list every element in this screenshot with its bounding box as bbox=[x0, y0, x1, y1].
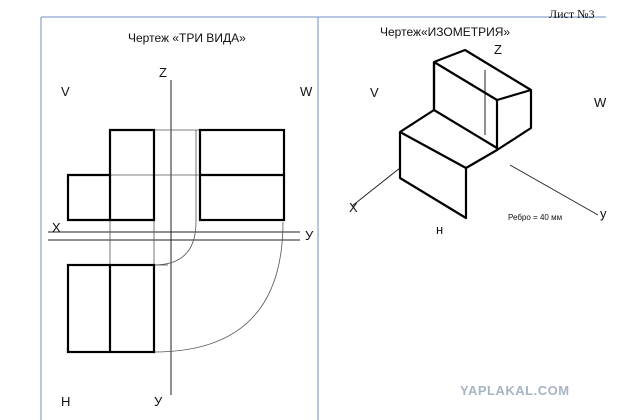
iso-label-v: V bbox=[370, 85, 379, 100]
iso-label-x: X bbox=[349, 200, 358, 215]
three-views-drawing bbox=[48, 80, 300, 395]
edge-note: Ребро = 40 мм bbox=[508, 213, 563, 222]
three-views-title: Чертеж «ТРИ ВИДА» bbox=[128, 31, 246, 45]
sheet-number: Лист №3 bbox=[549, 7, 595, 21]
iso-part bbox=[398, 48, 533, 220]
iso-label-w: W bbox=[594, 95, 607, 110]
iso-axes bbox=[351, 70, 599, 216]
iso-label-y: у bbox=[600, 206, 607, 221]
label-w: W bbox=[300, 84, 313, 99]
watermark-text: YAPLAKAL.COM bbox=[460, 383, 570, 398]
label-y-bottom: У bbox=[154, 394, 163, 409]
iso-label-h: н bbox=[436, 222, 444, 237]
label-v: V bbox=[61, 84, 70, 99]
label-h: Н bbox=[61, 394, 71, 409]
label-x: X bbox=[52, 220, 61, 235]
construction-lines bbox=[68, 129, 284, 353]
watermark-bar bbox=[455, 381, 603, 401]
label-y-right: У bbox=[305, 228, 314, 243]
projection-axes bbox=[48, 80, 300, 395]
iso-label-z: Z bbox=[494, 42, 502, 57]
small-transfer-arc bbox=[153, 130, 197, 266]
isometric-title: Чертеж«ИЗОМЕТРИЯ» bbox=[380, 25, 511, 39]
sheet-frame bbox=[40, 16, 606, 420]
label-z: Z bbox=[159, 65, 167, 80]
large-transfer-arc bbox=[153, 221, 284, 353]
isometric-drawing bbox=[351, 48, 599, 220]
